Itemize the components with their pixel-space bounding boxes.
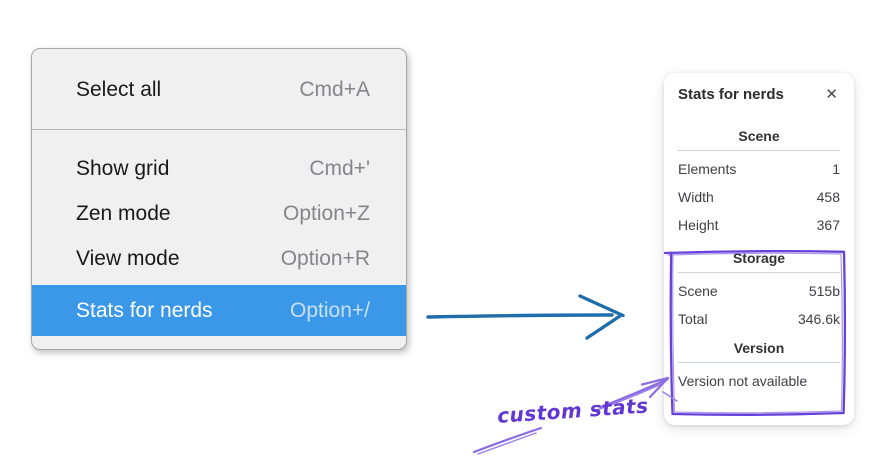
menu-item-shortcut: Option+Z <box>283 201 370 225</box>
stat-value: 346.6k <box>797 311 840 327</box>
menu-item-label: Show grid <box>76 156 170 180</box>
menu-item-label: View mode <box>76 246 180 270</box>
stat-value: 1 <box>832 161 840 177</box>
stat-row-width: Width 458 <box>678 183 840 211</box>
stat-row-total-storage: Total 346.6k <box>678 305 840 333</box>
stat-label: Width <box>678 189 714 205</box>
storage-section-header: Storage <box>678 250 840 273</box>
stat-row-height: Height 367 <box>678 211 840 239</box>
menu-item-view-mode[interactable]: View mode Option+R <box>32 236 406 281</box>
menu-item-label: Select all <box>76 77 162 101</box>
stat-label: Scene <box>678 283 718 299</box>
stat-value: 458 <box>816 189 840 205</box>
menu-item-label: Stats for nerds <box>76 298 213 322</box>
stat-value: 367 <box>816 217 840 233</box>
annotation-stroke <box>472 426 543 455</box>
menu-item-stats-for-nerds[interactable]: Stats for nerds Option+/ <box>32 285 406 336</box>
stats-panel-header: Stats for nerds ✕ <box>678 85 840 104</box>
custom-stats-annotation: custom stats <box>496 393 650 428</box>
stats-panel: Stats for nerds ✕ Scene Elements 1 Width… <box>664 73 854 425</box>
menu-item-show-grid[interactable]: Show grid Cmd+' <box>32 146 406 191</box>
menu-item-zen-mode[interactable]: Zen mode Option+Z <box>32 191 406 236</box>
menu-item-select-all[interactable]: Select all Cmd+A <box>32 67 406 112</box>
close-icon[interactable]: ✕ <box>825 85 838 103</box>
stat-label: Total <box>678 311 708 327</box>
menu-item-shortcut: Option+/ <box>290 298 370 322</box>
stat-row-elements: Elements 1 <box>678 155 840 183</box>
menu-item-shortcut: Option+R <box>280 246 370 270</box>
context-menu: Select all Cmd+A Show grid Cmd+' Zen mod… <box>31 48 407 350</box>
stats-panel-title: Stats for nerds <box>678 86 784 103</box>
context-menu-section-top: Select all Cmd+A <box>32 49 406 129</box>
version-note: Version not available <box>678 373 808 389</box>
stat-row-scene-storage: Scene 515b <box>678 277 840 305</box>
stat-value: 515b <box>808 283 840 299</box>
flow-arrow <box>426 294 625 340</box>
menu-item-label: Zen mode <box>76 201 171 225</box>
stat-label: Height <box>678 217 719 233</box>
scene-section-header: Scene <box>678 128 840 151</box>
stat-label: Elements <box>678 161 737 177</box>
context-menu-section-bottom: Show grid Cmd+' Zen mode Option+Z View m… <box>32 129 406 348</box>
menu-item-shortcut: Cmd+A <box>299 77 370 101</box>
menu-item-shortcut: Cmd+' <box>309 156 370 180</box>
version-section-header: Version <box>678 340 840 363</box>
